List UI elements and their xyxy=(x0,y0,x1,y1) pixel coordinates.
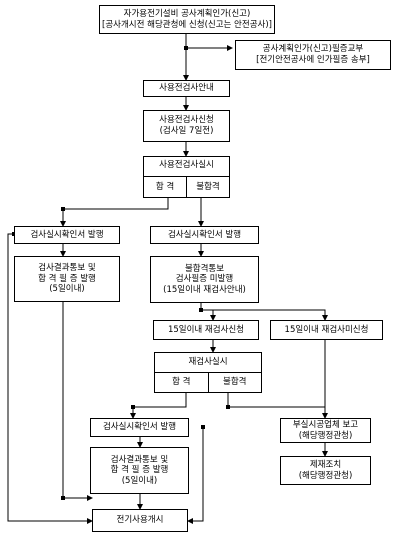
arrow-right-loop-to-end xyxy=(187,427,204,524)
node-inspection-application: 사용전검사신청 (검사일 7일전) xyxy=(143,110,230,142)
node-text: (5일이내) xyxy=(49,284,85,295)
node-text: (해당행정관청) xyxy=(298,470,353,481)
node-text: 재검사실시 xyxy=(188,357,228,367)
node-text: 사용전검사신청 xyxy=(159,115,214,126)
node-text: 부실시공업체 보고 xyxy=(292,419,359,430)
node-text: (해당행정관청) xyxy=(298,430,353,441)
node-reinspection-application: 15일이내 재검사신청 xyxy=(153,320,259,340)
node-text: 합 격 필 증 발행 xyxy=(38,273,96,284)
node-text: (5일이내) xyxy=(121,475,158,486)
node-inspection-conducted: 사용전검사실시 합 격 불합격 xyxy=(143,156,230,198)
node-text: 공사계획인가(신고)필증교부 xyxy=(262,44,364,55)
arrow-refail-to-report xyxy=(227,393,328,419)
pass-cell: 합 격 xyxy=(144,177,187,197)
node-text: 검사필증 미발행 xyxy=(175,274,234,285)
arrow-left-notify-to-end xyxy=(62,302,93,501)
node-construction-plan-approval: 자가용전기설비 공사계획인가(신고) [공사개시전 해당관청에 신청(신고는 안… xyxy=(99,5,275,34)
re-pass-label: 합 격 xyxy=(172,377,191,388)
arrow-pass-to-left-confirm xyxy=(60,198,169,227)
node-text: 자가용전기설비 공사계획인가(신고) xyxy=(123,8,251,19)
node-left-result-notice: 검사결과통보 및 합 격 필 증 발행 (5일이내) xyxy=(14,256,120,302)
fail-cell: 불합격 xyxy=(187,177,229,197)
re-pass-cell: 합 격 xyxy=(155,373,209,392)
node-text: 제재조치 xyxy=(309,459,342,470)
node-certificate-issuance: 공사계획인가(신고)필증교부 [전기안전공사에 인가필증 송부] xyxy=(235,40,391,70)
node-text: [전기안전공사에 인가필증 송부] xyxy=(256,55,370,65)
node-mid-confirmation-issued: 검사실시확인서 발행 xyxy=(150,226,259,244)
node-text: 사용전검사안내 xyxy=(159,83,214,94)
re-fail-cell: 불합격 xyxy=(209,373,262,392)
node-text: (검사일 7일전) xyxy=(159,126,214,136)
node-reinspection-result-notice: 검사결과통보 및 합 격 필 증 발행 (5일이내) xyxy=(90,447,189,494)
arrow-left-outer-to-end xyxy=(7,233,93,524)
node-text: 전기사용개시 xyxy=(116,515,164,526)
node-electricity-use-start: 전기사용개시 xyxy=(92,509,188,532)
arrow-repass-to-confirm xyxy=(130,393,187,419)
reinspect-result-row: 합 격 불합격 xyxy=(155,372,261,392)
node-text: (15일이내 재검사안내) xyxy=(163,284,246,295)
node-text: 검사실시확인서 발행 xyxy=(167,229,242,240)
node-text: 검사결과통보 및 xyxy=(38,263,96,274)
pass-label: 합 격 xyxy=(155,181,175,192)
re-fail-label: 불합격 xyxy=(223,377,247,388)
node-text: 15일이내 재검사신청 xyxy=(167,324,245,335)
arrow-to-no-reapply xyxy=(201,309,328,321)
node-text: 합 격 필 증 발행 xyxy=(110,465,169,476)
node-reinspection-conducted: 재검사실시 합 격 불합격 xyxy=(154,352,262,393)
fail-label: 불합격 xyxy=(196,181,220,192)
node-no-reinspection-application: 15일이내 재검사미신청 xyxy=(270,320,383,340)
node-faulty-contractor-report: 부실시공업체 보고 (해당행정관청) xyxy=(280,418,371,443)
node-left-confirmation-issued: 검사실시확인서 발행 xyxy=(14,226,120,244)
node-fail-notice: 불합격통보 검사필증 미발행 (15일이내 재검사안내) xyxy=(150,256,259,303)
node-text: 사용전검사실시 xyxy=(159,160,214,170)
node-text: [공사개시전 해당관청에 신청(신고는 안전공사)] xyxy=(102,19,272,30)
node-text: 검사실시확인서 발행 xyxy=(102,422,177,433)
node-inspection-guide: 사용전검사안내 xyxy=(143,80,230,97)
node-text: 불합격통보 xyxy=(184,263,225,274)
node-text: 검사실시확인서 발행 xyxy=(30,229,104,240)
node-reinspection-confirmation: 검사실시확인서 발행 xyxy=(90,418,189,437)
result-row: 합 격 불합격 xyxy=(144,176,229,197)
node-text: 15일이내 재검사미신청 xyxy=(284,324,369,335)
node-sanction-measure: 제재조치 (해당행정관청) xyxy=(280,456,371,485)
node-text: 검사결과통보 및 xyxy=(110,454,169,465)
arrow-start-to-cert xyxy=(185,34,233,51)
